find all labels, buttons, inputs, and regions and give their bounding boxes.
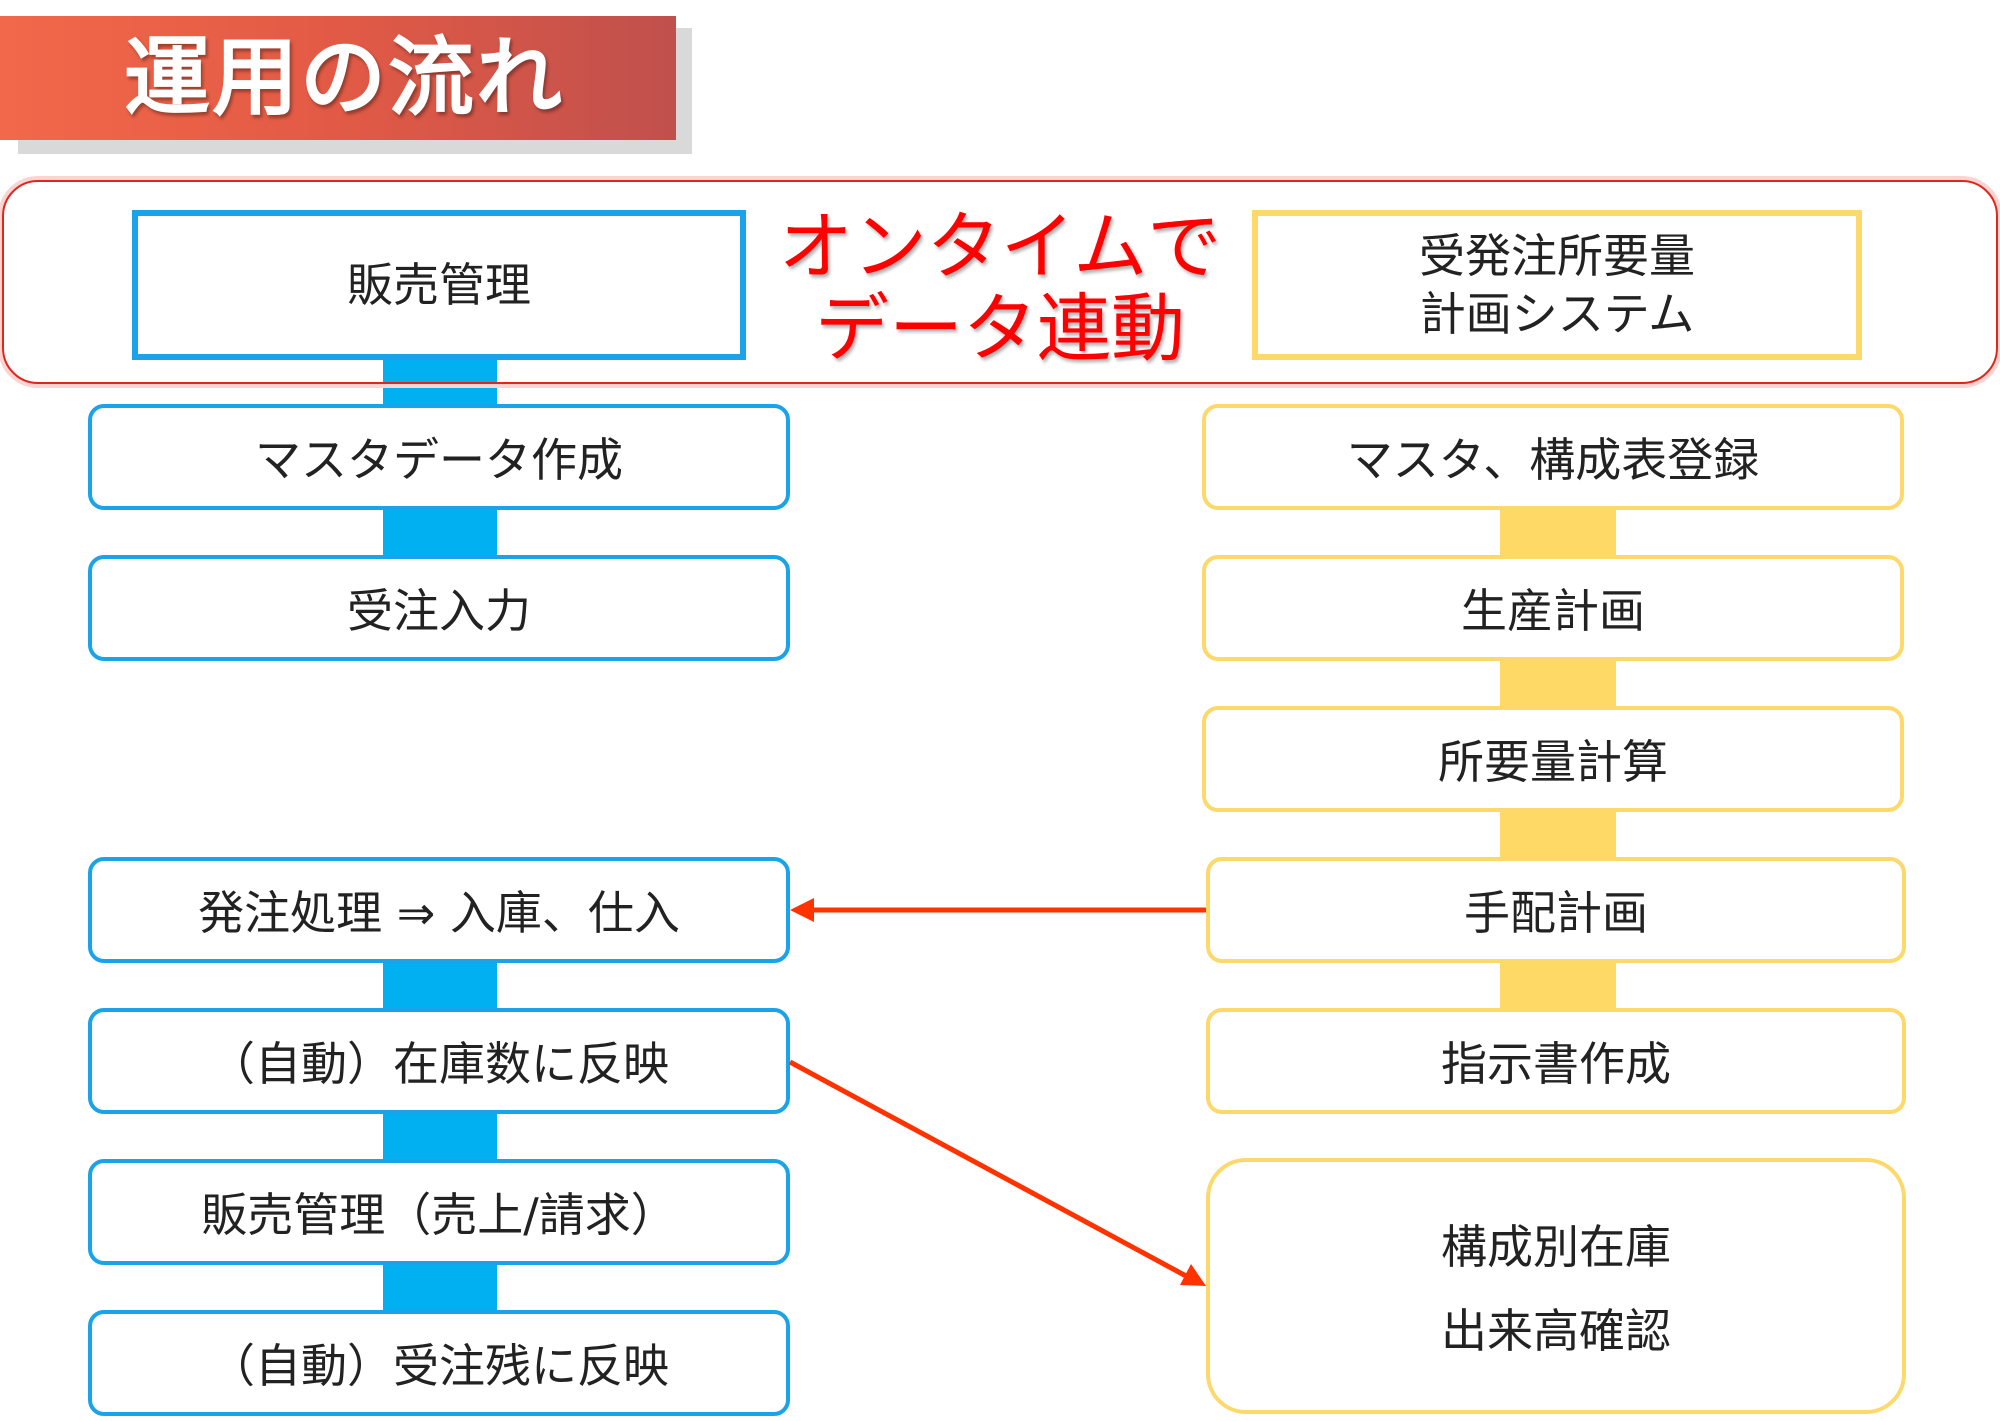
stock-item-by-component: 構成別在庫: [1441, 1220, 1671, 1274]
plan-step-label: 所要量計算: [1438, 735, 1668, 789]
sales-step-label: （自動）受注残に反映: [209, 1339, 669, 1393]
sales-step-label: マスタデータ作成: [255, 433, 623, 487]
sales-step-stock-reflect: （自動）在庫数に反映: [88, 1008, 790, 1114]
plan-step-procurement-plan: 手配計画: [1206, 857, 1906, 963]
planning-system-label-line1: 受発注所要量: [1419, 229, 1695, 283]
plan-step-production-plan: 生産計画: [1202, 555, 1904, 661]
sync-label-line2: データ連動: [815, 286, 1185, 372]
sales-system-box: 販売管理: [132, 210, 746, 360]
plan-step-master-bom: マスタ、構成表登録: [1202, 404, 1904, 510]
plan-step-requirements-calc: 所要量計算: [1202, 706, 1904, 812]
plan-stock-box: 構成別在庫 出来高確認: [1206, 1158, 1906, 1414]
connector-sales-top: [383, 355, 497, 407]
data-sync-frame: [2, 180, 1998, 384]
connector-plan-3: [1500, 807, 1616, 859]
sales-step-label: （自動）在庫数に反映: [209, 1037, 669, 1091]
sales-step-label: 受注入力: [347, 584, 531, 638]
sync-label-line1: オンタイムで: [778, 204, 1222, 290]
plan-step-label: 生産計画: [1461, 584, 1645, 638]
sales-step-billing: 販売管理（売上/請求）: [88, 1159, 790, 1265]
sales-step-order-entry: 受注入力: [88, 555, 790, 661]
page-title: 運用の流れ: [0, 16, 676, 140]
sales-step-label: 販売管理（売上/請求）: [201, 1188, 677, 1242]
arrow-stock-to-component-stock: [788, 1059, 1188, 1279]
planning-system-box: 受発注所要量 計画システム: [1252, 210, 1862, 360]
plan-step-label: 指示書作成: [1441, 1037, 1671, 1091]
connector-plan-1: [1500, 505, 1616, 557]
plan-step-label: 手配計画: [1464, 886, 1648, 940]
stock-item-output-check: 出来高確認: [1441, 1304, 1671, 1358]
connector-sales-3: [383, 958, 497, 1010]
connector-sales-1: [383, 505, 497, 557]
arrow-head-left: [790, 898, 814, 922]
connector-plan-4: [1500, 958, 1616, 1010]
sales-system-label: 販売管理: [347, 258, 531, 312]
sales-step-label: 発注処理 ⇒ 入庫、仕入: [198, 886, 680, 940]
planning-system-label-line2: 計画システム: [1419, 287, 1695, 341]
connector-sales-5: [383, 1260, 497, 1312]
plan-step-label: マスタ、構成表登録: [1346, 433, 1760, 487]
arrow-head-right-down: [1180, 1264, 1206, 1286]
sales-step-master-data: マスタデータ作成: [88, 404, 790, 510]
sync-label: オンタイムで データ連動: [760, 206, 1240, 370]
plan-step-instruction-sheet: 指示書作成: [1206, 1008, 1906, 1114]
connector-plan-2: [1500, 656, 1616, 708]
sales-step-backorder-reflect: （自動）受注残に反映: [88, 1310, 790, 1416]
connector-sales-4: [383, 1109, 497, 1161]
sales-step-purchase: 発注処理 ⇒ 入庫、仕入: [88, 857, 790, 963]
